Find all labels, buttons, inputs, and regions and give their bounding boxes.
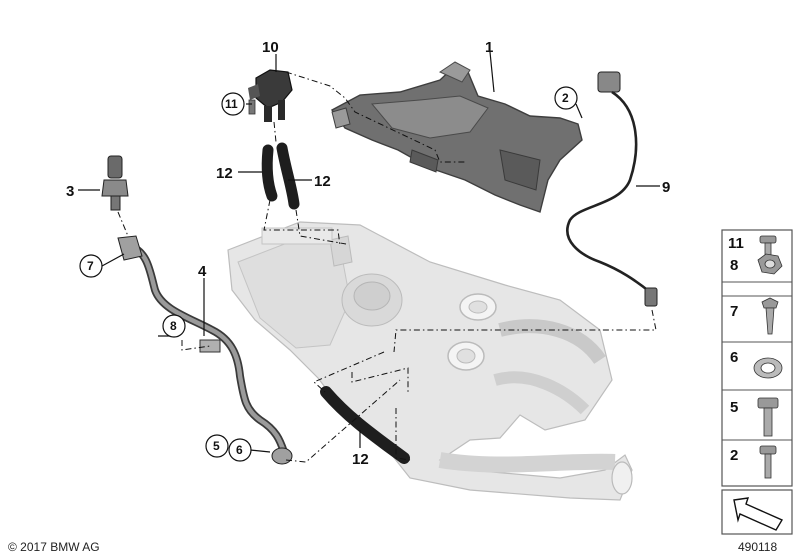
diagram-id: 490118: [738, 540, 778, 554]
callout-7: 7: [87, 259, 94, 273]
sensor-bolt: [248, 99, 256, 115]
direction-arrow-box: [721, 489, 793, 535]
side-item-label: 6: [730, 349, 738, 366]
bracket: [330, 61, 583, 213]
callout-10: 10: [262, 39, 279, 56]
nut-icon: [757, 253, 783, 275]
callout-1: 1: [485, 39, 493, 56]
bolt-icon: [759, 445, 777, 479]
pressure-sensor: [248, 69, 293, 122]
copyright-text: © 2017 BMW AG: [8, 540, 100, 554]
callout-12-left: 12: [216, 165, 233, 182]
side-item-label: 11: [728, 235, 744, 252]
callout-circles: [79, 86, 578, 462]
screw-icon: [761, 297, 779, 335]
exhaust-manifold: [227, 221, 633, 501]
callout-4: 4: [198, 263, 207, 280]
banjo-bolt-icon: [757, 397, 779, 437]
callout-5: 5: [213, 439, 220, 453]
pressure-pipe: [117, 235, 293, 465]
side-item-label: 8: [730, 257, 738, 274]
side-item-label: 2: [730, 447, 738, 464]
washer-icon: [753, 357, 783, 379]
callout-2: 2: [562, 91, 569, 105]
side-item-label: 7: [730, 303, 738, 320]
callout-8: 8: [170, 319, 177, 333]
side-item-label: 5: [730, 399, 738, 416]
callout-11: 11: [225, 97, 238, 111]
callout-12-bottom: 12: [352, 451, 369, 468]
callout-3: 3: [66, 183, 74, 200]
assembly-lines: [117, 71, 657, 463]
callout-6: 6: [236, 443, 243, 457]
small-parts-panel: 11 8 7 6 5 2: [721, 229, 793, 487]
callout-9: 9: [662, 179, 670, 196]
arrow-icon: [733, 497, 784, 531]
sensor-cable: [566, 71, 658, 307]
temperature-sensor: [101, 155, 129, 211]
callout-12-right: 12: [314, 173, 331, 190]
leader-lines: [78, 51, 660, 453]
